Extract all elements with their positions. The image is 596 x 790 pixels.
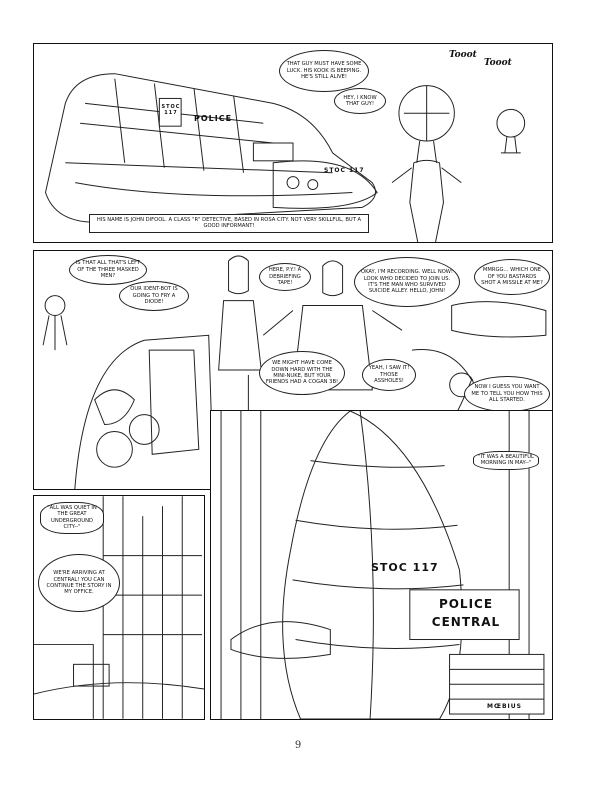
sfx-toot-2: Tooot [484,58,512,68]
speech-balloon-5: Here, P.Y.! A debriefing tape! [259,263,311,291]
caption-3: "It was a beautiful morning in May--" [473,451,539,470]
speech-balloon-3: Is that all that's left of the three mas… [69,255,147,285]
speech-balloon-10: Yeah, I saw it! Those assholes! [362,359,416,391]
robot-figures [42,255,547,489]
caption-1: His name is John Difool. A class "R" det… [89,214,369,233]
speech-balloon-8: Now I guess you want me to tell you how … [464,376,550,412]
speech-balloon-4: Our ident-bot is going to fry a diode! [119,281,189,311]
speech-balloon-9: We might have come down hard with the mi… [259,351,345,395]
speech-balloon-7: Mmrgg... Which one of you bastards shot … [474,259,550,295]
artist-signature: MŒBIUS [487,703,522,710]
vehicle-text-stoc-2: STOC 117 [324,167,365,174]
speech-balloon-1: That guy must have some luck. His kook i… [279,50,369,92]
police-sign-line-1: POLICE [438,597,494,611]
speech-balloon-2: Hey, I know that guy! [334,88,386,114]
panel-1-artwork [44,73,526,242]
vehicle-text-stoc: STOC 117 [161,104,181,116]
panel-3: "It was a beautiful morning in May--" ST… [210,410,553,720]
police-sign-line-2: CENTRAL [431,615,501,629]
speech-balloon-11: We're arriving at central! You can conti… [38,554,120,612]
hull-text-stoc: STOC 117 [371,561,439,574]
panel-4-artwork [34,496,204,719]
caption-4: "All was quiet in the great underground … [40,502,104,534]
panel-2-artwork [42,255,547,489]
sfx-toot-1: Tooot [449,50,477,60]
page-number: 9 [294,740,302,751]
underground-city [34,496,204,719]
panel-3-artwork [220,411,545,719]
panel-4: "All was quiet in the great underground … [33,495,205,720]
city-and-ship [220,411,545,719]
vehicle-text-police: POLICE [194,114,233,123]
stoc-badge [158,97,182,127]
speech-balloon-6: Okay, I'm recording. Well now! Look who … [354,257,460,307]
panel-1: That guy must have some luck. His kook i… [33,43,553,243]
floating-drone [391,85,526,242]
police-hovercraft [44,73,378,223]
